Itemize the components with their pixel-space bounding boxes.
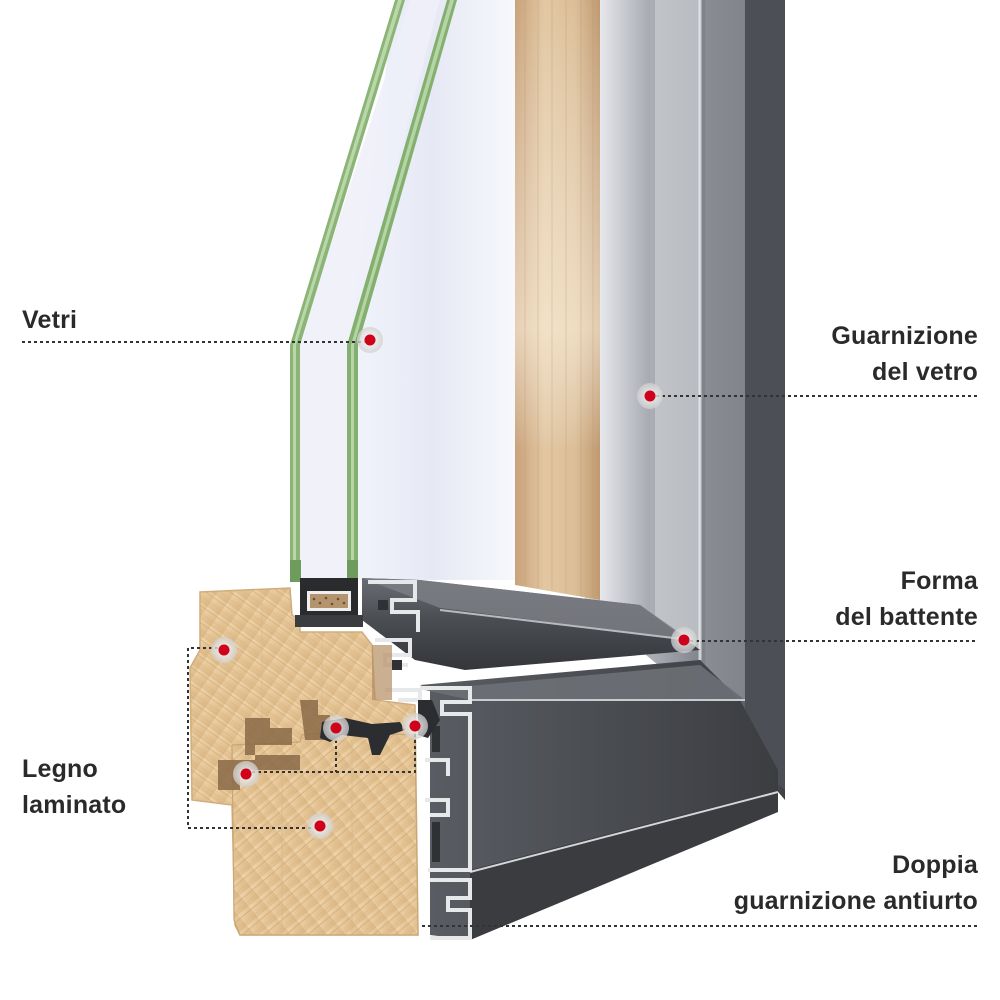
- label-legno-line-2: laminato: [22, 791, 127, 819]
- glazing-spacer: [295, 578, 363, 627]
- marker-gasket-inner: [323, 715, 349, 741]
- callout-markers: [211, 327, 697, 839]
- marker-forma-battente: [671, 627, 697, 653]
- wood-interior-strip: [515, 0, 600, 600]
- label-doppia-line-2: guarnizione antiurto: [733, 887, 978, 915]
- leader-line-legno-mid: [246, 726, 416, 773]
- label-doppia-guarnizione-antiurto: Doppia guarnizione antiurto: [734, 847, 978, 919]
- glass-panes: [290, 0, 515, 582]
- marker-gasket-outer: [402, 713, 428, 739]
- aluminium-cladding: [362, 578, 779, 940]
- label-guarnizione-line-1: Guarnizione: [831, 322, 978, 350]
- leader-line-legno-top: [187, 647, 320, 829]
- label-legno-laminato: Legno laminato: [22, 751, 126, 823]
- label-forma-del-battente: Forma del battente: [835, 563, 978, 635]
- laminated-wood-section: [189, 587, 419, 936]
- label-guarnizione-line-2: del vetro: [872, 358, 978, 386]
- marker-vetri: [357, 327, 383, 353]
- marker-legno-upper: [211, 637, 237, 663]
- label-forma-line-1: Forma: [900, 567, 978, 595]
- marker-guarnizione-vetro: [637, 383, 663, 409]
- label-forma-line-2: del battente: [835, 603, 978, 631]
- label-vetri-line-1: Vetri: [22, 306, 78, 334]
- marker-legno-lower: [307, 813, 333, 839]
- label-guarnizione-del-vetro: Guarnizione del vetro: [831, 318, 978, 390]
- label-vetri: Vetri: [22, 302, 77, 338]
- label-doppia-line-1: Doppia: [892, 851, 978, 879]
- window-frame: [585, 0, 785, 800]
- leader-lines: [22, 341, 978, 927]
- marker-legno-groove: [233, 761, 259, 787]
- label-legno-line-1: Legno: [22, 755, 98, 783]
